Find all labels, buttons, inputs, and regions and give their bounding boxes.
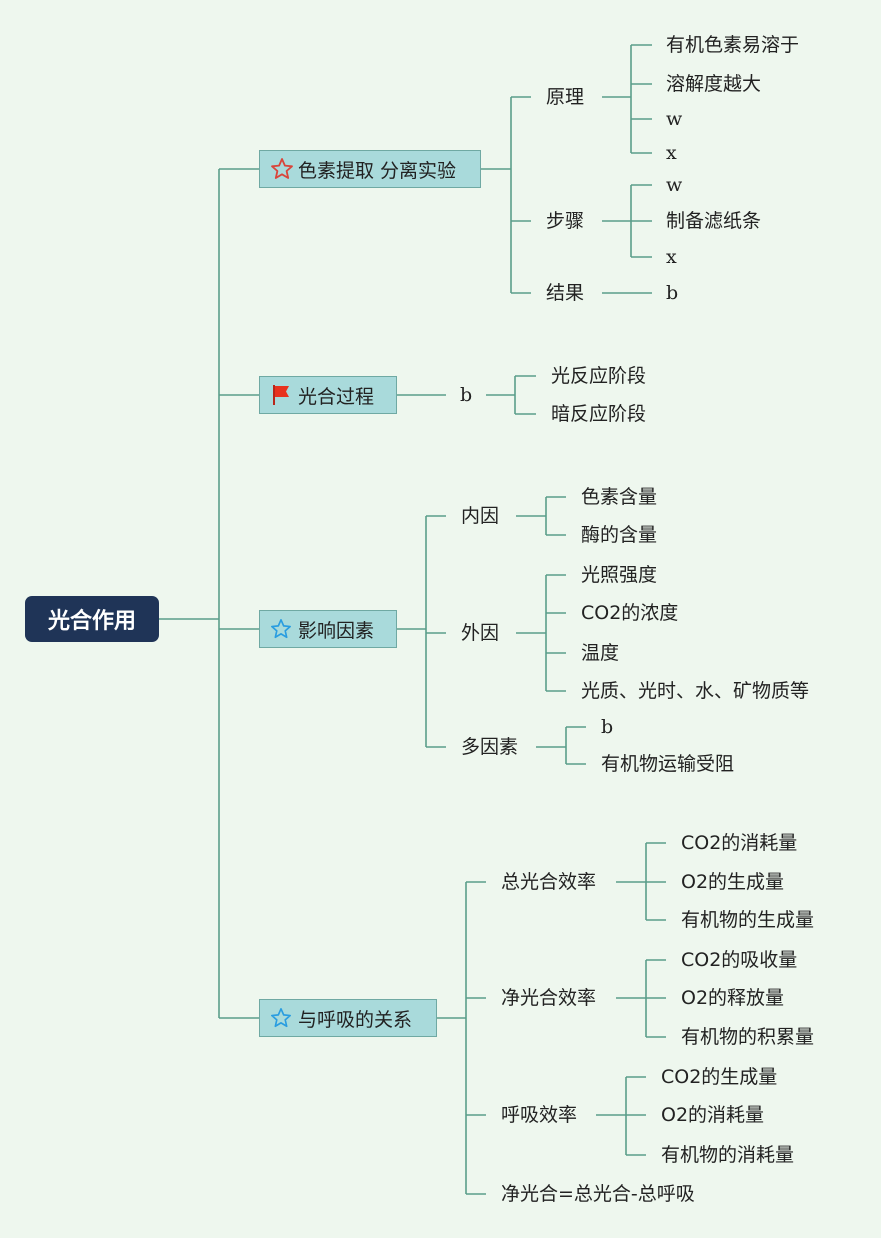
topic-net-efficiency[interactable]: 净光合效率	[501, 987, 597, 1009]
branch-pigment-label: 色素提取 分离实验	[298, 159, 457, 182]
topic-result[interactable]: 结果	[546, 282, 585, 304]
leaf-pigment-content[interactable]: 色素含量	[581, 486, 658, 508]
leaf-co2-concentration[interactable]: CO2的浓度	[581, 602, 679, 624]
leaf-principle-1[interactable]: 有机色素易溶于	[666, 34, 800, 56]
star-outline-icon	[270, 1005, 298, 1031]
topic-steps[interactable]: 步骤	[546, 210, 585, 232]
star-outline-icon	[270, 156, 298, 182]
leaf-organic-generation[interactable]: 有机物的生成量	[681, 909, 815, 931]
leaf-organic-accumulation[interactable]: 有机物的积累量	[681, 1026, 815, 1048]
star-outline-icon	[270, 616, 298, 642]
topic-principle[interactable]: 原理	[546, 86, 585, 108]
branch-factors-label: 影响因素	[298, 619, 375, 642]
leaf-co2-production[interactable]: CO2的生成量	[661, 1066, 778, 1088]
leaf-dark-reaction[interactable]: 暗反应阶段	[551, 403, 647, 425]
leaf-co2-consumption[interactable]: CO2的消耗量	[681, 832, 798, 854]
topic-gross-efficiency[interactable]: 总光合效率	[501, 871, 597, 893]
topic-external-factors[interactable]: 外因	[461, 622, 500, 644]
leaf-result-1[interactable]: b	[666, 282, 679, 304]
branch-respiration-label: 与呼吸的关系	[298, 1008, 413, 1031]
leaf-o2-consumption[interactable]: O2的消耗量	[661, 1104, 765, 1126]
topic-internal-factors[interactable]: 内因	[461, 505, 500, 527]
leaf-organic-consumption[interactable]: 有机物的消耗量	[661, 1144, 795, 1166]
leaf-light-quality-etc[interactable]: 光质、光时、水、矿物质等	[581, 680, 810, 702]
branch-photosynthesis-process[interactable]: 光合过程	[259, 376, 397, 414]
flag-icon	[270, 382, 298, 408]
leaf-steps-3[interactable]: x	[666, 246, 677, 268]
topic-net-formula[interactable]: 净光合=总光合-总呼吸	[501, 1183, 695, 1205]
leaf-steps-2[interactable]: 制备滤纸条	[666, 210, 762, 232]
leaf-light-intensity[interactable]: 光照强度	[581, 564, 658, 586]
topic-process-b[interactable]: b	[460, 384, 473, 406]
leaf-transport-blocked[interactable]: 有机物运输受阻	[601, 753, 735, 775]
leaf-principle-3[interactable]: w	[666, 108, 683, 130]
leaf-temperature[interactable]: 温度	[581, 642, 620, 664]
branch-influencing-factors[interactable]: 影响因素	[259, 610, 397, 648]
branch-process-label: 光合过程	[298, 385, 375, 408]
leaf-principle-2[interactable]: 溶解度越大	[666, 73, 762, 95]
topic-respiration-efficiency[interactable]: 呼吸效率	[501, 1104, 578, 1126]
root-topic[interactable]: 光合作用	[25, 596, 159, 642]
leaf-o2-release[interactable]: O2的释放量	[681, 987, 785, 1009]
leaf-light-reaction[interactable]: 光反应阶段	[551, 365, 647, 387]
leaf-co2-absorption[interactable]: CO2的吸收量	[681, 949, 798, 971]
branch-respiration-relation[interactable]: 与呼吸的关系	[259, 999, 437, 1037]
topic-multiple-factors[interactable]: 多因素	[461, 736, 519, 758]
leaf-o2-generation[interactable]: O2的生成量	[681, 871, 785, 893]
leaf-enzyme-content[interactable]: 酶的含量	[581, 524, 658, 546]
branch-pigment-experiment[interactable]: 色素提取 分离实验	[259, 150, 481, 188]
leaf-multi-b[interactable]: b	[601, 716, 614, 738]
leaf-steps-1[interactable]: w	[666, 174, 683, 196]
leaf-principle-4[interactable]: x	[666, 142, 677, 164]
